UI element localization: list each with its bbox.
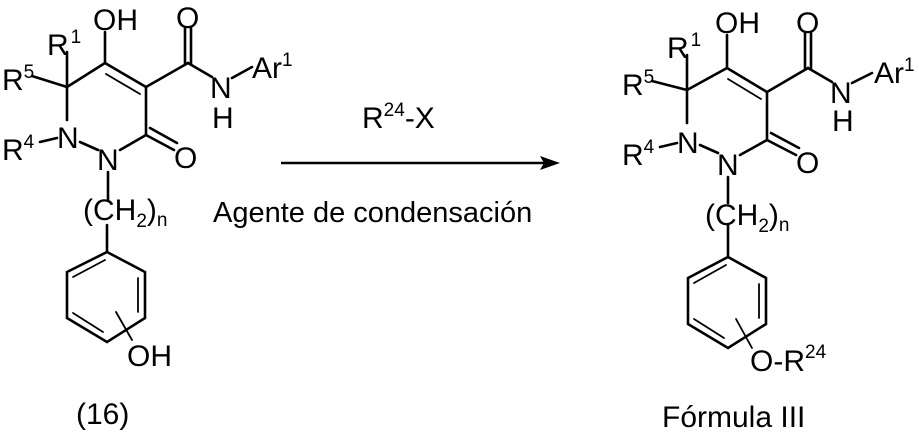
bond-n2-n1 — [698, 143, 720, 155]
bond-c6-c5 — [685, 66, 729, 92]
label-aryl-or24: O-R24 — [750, 342, 827, 378]
bond-c3-n2 — [118, 133, 148, 152]
benzene-double-3 — [693, 318, 725, 339]
bond-n1-r4 — [658, 141, 679, 149]
benzene-ring — [686, 255, 768, 350]
label-aryl-oh: OH — [127, 340, 172, 373]
reagent-label: R24-X — [362, 100, 435, 135]
label-n2: N — [97, 144, 119, 177]
label-amide-n: N — [210, 72, 232, 105]
label-r5: R5 — [622, 67, 654, 102]
bond-c5-c4 — [725, 66, 769, 94]
label-ar1: Ar1 — [874, 55, 915, 90]
bond-n-ar1 — [850, 71, 874, 85]
compound-caption-formula-iii: Fórmula III — [662, 401, 805, 433]
bond-c3-o-double — [148, 126, 179, 145]
bond-aryl-oh — [115, 311, 133, 341]
bond-c3-o — [144, 133, 176, 152]
label-amide-h: H — [832, 105, 854, 138]
label-o-ring: O — [174, 142, 197, 175]
arrow-head-icon — [540, 156, 560, 170]
label-r5: R5 — [2, 62, 34, 97]
bond-c5-c4 — [103, 61, 148, 89]
benzene-double-1 — [693, 264, 727, 284]
condition-label: Agente de condensación — [213, 197, 532, 229]
bond-c3-n2 — [738, 138, 769, 157]
compound-number-16: (16) — [76, 398, 129, 431]
benzene-double-1 — [72, 259, 106, 278]
label-oh-top: OH — [715, 7, 760, 40]
bond-aryl-or24 — [735, 318, 753, 349]
bond-n-ar1 — [230, 65, 254, 80]
bond-c4-camide — [765, 66, 810, 94]
label-o-amide: O — [796, 7, 819, 40]
reaction-arrow-group: R24-X Agente de condensación — [213, 100, 560, 229]
bond-n2-n1 — [78, 140, 100, 152]
bond-c5-c4-double — [105, 73, 141, 95]
label-r4: R4 — [2, 132, 35, 167]
bond-n1-r4 — [38, 136, 59, 144]
bond-c6-c5 — [65, 61, 107, 89]
label-oh-top: OH — [93, 4, 138, 37]
bond-c5-c4-double — [727, 78, 762, 100]
bond-c3-o-double — [769, 131, 801, 150]
label-o-amide: O — [176, 2, 199, 35]
label-n1: N — [57, 122, 79, 155]
label-amide-h: H — [212, 102, 234, 135]
label-amide-n: N — [830, 77, 852, 110]
benzene-double-3 — [72, 312, 104, 333]
bond-camide-n — [186, 61, 214, 79]
label-n1: N — [677, 127, 699, 160]
label-ar1: Ar1 — [252, 50, 293, 85]
label-r4: R4 — [622, 137, 655, 172]
label-ch2n: (CH2)n — [705, 199, 789, 237]
bond-c4-camide — [144, 61, 190, 89]
label-ch2n: (CH2)n — [83, 194, 167, 232]
benzene-ring — [65, 250, 147, 344]
bond-c6-r5 — [30, 74, 69, 89]
bond-c6-r5 — [650, 79, 689, 92]
bond-camide-n — [806, 66, 834, 84]
label-n2: N — [717, 149, 739, 182]
bond-c3-o — [765, 138, 798, 157]
label-o-ring: O — [796, 147, 819, 180]
